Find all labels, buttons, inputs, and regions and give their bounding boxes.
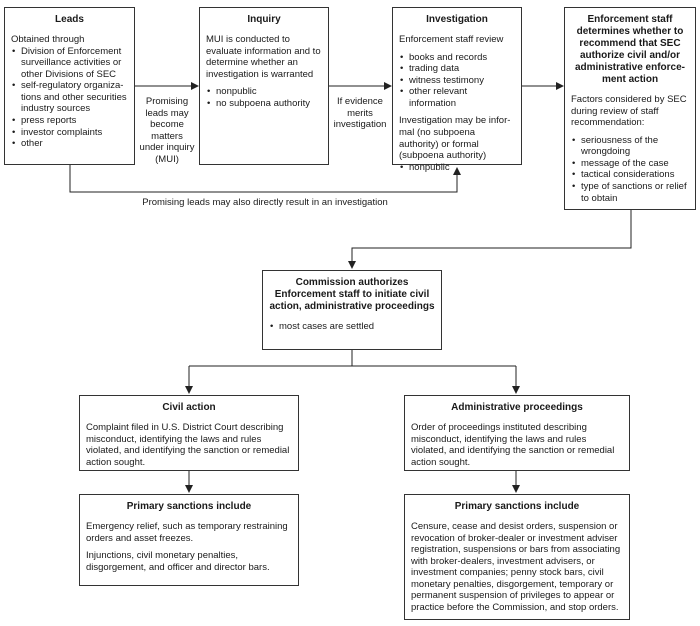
- list-item: trading data: [400, 63, 515, 75]
- civil-action-title: Civil action: [162, 402, 216, 413]
- list-item: investor complaints: [12, 127, 128, 139]
- commission-list: most cases are settled: [269, 321, 435, 333]
- investigation-list: books and records trading data witness t…: [399, 52, 515, 110]
- commission-title: Commission authorizes Enforcement staff …: [269, 277, 435, 312]
- list-item: seriousness of the wrongdoing: [572, 135, 689, 158]
- inquiry-title: Inquiry: [247, 14, 281, 25]
- list-item: no subpoena authority: [207, 98, 322, 110]
- civil-sanctions-p1: Emergency relief, such as temporary rest…: [86, 521, 288, 544]
- enforcement-list: seriousness of the wrongdoing message of…: [571, 135, 689, 204]
- list-item: type of sanctions or relief to obtain: [572, 181, 689, 204]
- civil-action-box: Civil action Complaint filed in U.S. Dis…: [79, 395, 299, 471]
- enforcement-title: Enforcement staff determines whether to …: [574, 14, 686, 85]
- inquiry-list: nonpublic no subpoena authority: [206, 86, 322, 109]
- enforcement-intro: Factors considered by SEC during review …: [571, 94, 687, 129]
- list-item: tactical considerations: [572, 169, 689, 181]
- list-item: other relevant information: [400, 86, 515, 109]
- admin-proceedings-title: Administrative proceedings: [451, 402, 583, 413]
- investigation-box: Investigation Enforcement staff review b…: [392, 7, 522, 173]
- label-inquiry-to-investigation: If evidence merits investigation: [333, 96, 387, 131]
- inquiry-text: MUI is conducted to evaluate information…: [206, 34, 321, 80]
- inquiry-box: Inquiry MUI is conducted to evaluate inf…: [199, 7, 329, 165]
- list-item: books and records: [400, 52, 515, 64]
- list-item: other: [12, 138, 128, 150]
- arrow-leads-direct-to-investigation: [69, 165, 461, 193]
- investigation-intro: Enforcement staff review: [399, 34, 504, 45]
- list-item: most cases are settled: [270, 321, 435, 333]
- list-item: press reports: [12, 115, 128, 127]
- list-item: self-regulatory organiza-tions and other…: [12, 80, 128, 115]
- admin-proceedings-text: Order of proceedings instituted describi…: [411, 422, 615, 468]
- label-leads-to-inquiry: Promising leads may become matters under…: [139, 96, 195, 165]
- investigation-note: Investigation may be infor-mal (no subpo…: [399, 115, 511, 162]
- arrow-enforcement-to-commission: [348, 210, 632, 269]
- leads-intro: Obtained through: [11, 34, 85, 45]
- civil-sanctions-title: Primary sanctions include: [126, 501, 252, 512]
- leads-box: Leads Obtained through Division of Enfor…: [4, 7, 135, 165]
- commission-box: Commission authorizes Enforcement staff …: [262, 270, 442, 350]
- civil-sanctions-p2: Injunctions, civil monetary penalties, d…: [86, 550, 270, 573]
- list-item: nonpublic: [400, 162, 515, 174]
- civil-sanctions-box: Primary sanctions include Emergency reli…: [79, 494, 299, 586]
- leads-list: Division of Enforcement surveillance act…: [11, 46, 128, 150]
- label-direct-investigation: Promising leads may also directly result…: [142, 197, 388, 208]
- leads-title: Leads: [55, 14, 84, 25]
- investigation-note-list: nonpublic: [399, 162, 515, 174]
- admin-sanctions-text: Censure, cease and desist orders, suspen…: [411, 521, 621, 614]
- admin-sanctions-title: Primary sanctions include: [454, 501, 580, 512]
- investigation-title: Investigation: [426, 14, 488, 25]
- admin-sanctions-box: Primary sanctions include Censure, cease…: [404, 494, 630, 620]
- list-item: message of the case: [572, 158, 689, 170]
- admin-proceedings-box: Administrative proceedings Order of proc…: [404, 395, 630, 471]
- list-item: nonpublic: [207, 86, 322, 98]
- civil-action-text: Complaint filed in U.S. District Court d…: [86, 422, 290, 468]
- list-item: Division of Enforcement surveillance act…: [12, 46, 128, 81]
- list-item: witness testimony: [400, 75, 515, 87]
- enforcement-box: Enforcement staff determines whether to …: [564, 7, 696, 210]
